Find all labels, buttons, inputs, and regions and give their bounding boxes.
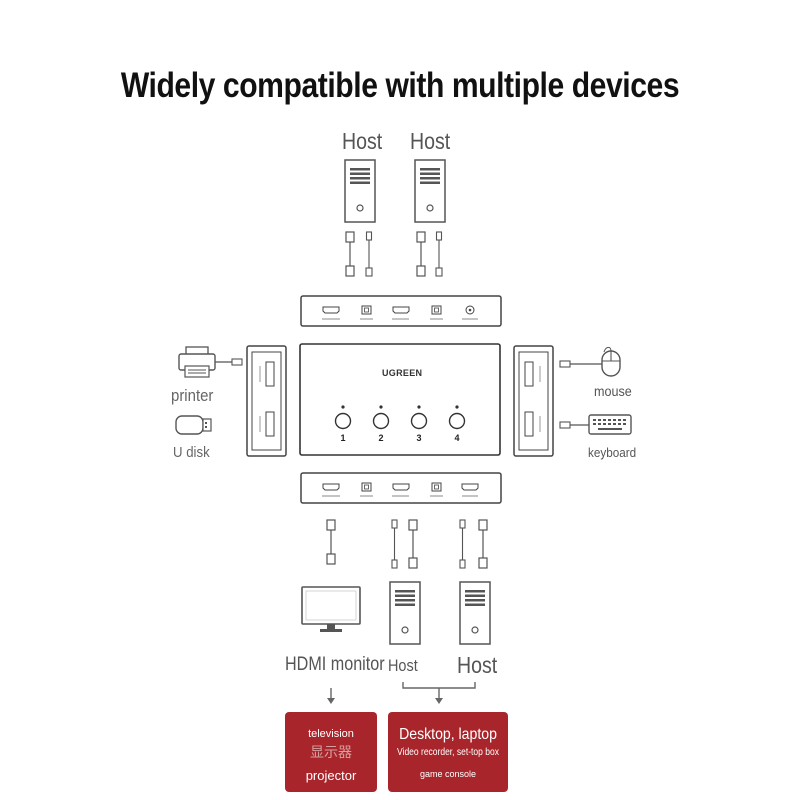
top-host-label-1: Host (342, 128, 383, 154)
arrow-right-bracket (402, 682, 476, 704)
top-cables (345, 231, 443, 277)
box-right-line1: Desktop, laptop (399, 726, 497, 743)
top-host-1-icon (344, 159, 376, 223)
switch-button-label-4: 4 (454, 433, 460, 443)
box-left-line2: 显示器 (310, 744, 352, 760)
bottom-host-2-icon (459, 581, 491, 645)
switch-button-label-2: 2 (378, 433, 384, 443)
keyboard-icon (559, 414, 632, 435)
switch-button-1 (334, 405, 352, 430)
u-disk-label: U disk (173, 444, 210, 461)
u-disk-icon (175, 415, 212, 435)
switch-button-label-3: 3 (416, 433, 422, 443)
bottom-host-label-large: Host (457, 652, 498, 678)
switch-button-label-1: 1 (340, 433, 346, 443)
bottom-host-label-small: Host (388, 656, 418, 675)
monitor-icon (301, 586, 361, 632)
box-left-line3: projector (305, 768, 357, 783)
mouse-label: mouse (594, 383, 632, 399)
switch-brand: UGREEN (382, 368, 423, 378)
hdmi-monitor-label: HDMI monitor (285, 654, 385, 675)
left-side-panel (246, 345, 287, 457)
bottom-back-panel (300, 472, 502, 504)
keyboard-label: keyboard (588, 445, 637, 460)
printer-icon (178, 346, 243, 378)
page-title: Widely compatible with multiple devices (120, 66, 680, 105)
box-left-line1: television (308, 728, 354, 740)
mouse-icon (559, 346, 621, 377)
arrow-left (327, 688, 335, 704)
switch-body (299, 343, 501, 456)
box-right-line3: game console (419, 769, 477, 779)
switch-button-4 (448, 405, 466, 430)
top-back-panel (300, 295, 502, 327)
printer-label: printer (171, 386, 214, 405)
top-host-2-icon (414, 159, 446, 223)
display-devices-box: television 显示器 projector (285, 712, 377, 792)
top-host-label-2: Host (410, 128, 451, 154)
bottom-host-1-icon (389, 581, 421, 645)
switch-button-2 (372, 405, 390, 430)
box-right-line2: Video recorder, set-top box (397, 747, 499, 758)
right-side-panel (513, 345, 554, 457)
bottom-cables (326, 519, 488, 569)
switch-button-3 (410, 405, 428, 430)
host-devices-box: Desktop, laptop Video recorder, set-top … (388, 712, 508, 792)
